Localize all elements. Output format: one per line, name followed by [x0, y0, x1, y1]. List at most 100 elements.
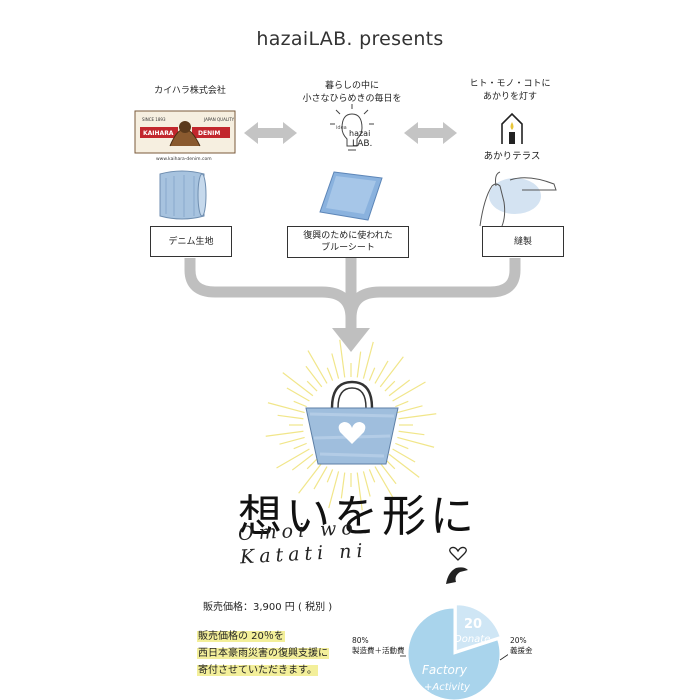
akari-caption: ヒト・モノ・コトに あかりを灯す	[455, 78, 565, 104]
akari-logo: あかりテラス	[482, 106, 542, 162]
label-blue-sheet: 復興のために使われた ブルーシート	[287, 226, 409, 258]
pie-small-num: 20	[464, 617, 482, 632]
support-text: 販売価格の 20％を 西日本豪雨災害の復興支援に 寄付させていただきます。	[197, 628, 329, 679]
double-arrow-right	[404, 122, 457, 144]
svg-text:KAIHARA: KAIHARA	[143, 130, 174, 137]
sunburst-ray	[392, 448, 416, 463]
price-text: 販売価格：3,900 円 ( 税別 )	[203, 602, 333, 613]
title-jp: 想いを形に	[238, 491, 478, 542]
sunburst-ray	[340, 472, 346, 499]
sunburst-ray	[379, 462, 397, 485]
support-line1: 販売価格の 20％を	[197, 631, 285, 642]
pie-leader-right	[499, 654, 508, 661]
sunburst-ray	[388, 379, 411, 397]
heart-hand-icon	[446, 546, 468, 584]
pie-slice-factory-activity	[407, 607, 501, 700]
sewing-hands-illustration	[470, 168, 562, 228]
sunburst-ray	[356, 351, 362, 378]
sunburst-ray	[282, 372, 314, 397]
sunburst-ray	[326, 367, 334, 381]
sunburst-ray	[362, 341, 374, 379]
sunburst-ray	[331, 353, 340, 379]
label-sewing: 縫製	[482, 226, 564, 257]
breakdown-right-label: 義援金	[510, 646, 533, 655]
hazailab-logo: idea hazai LAB.	[322, 102, 382, 158]
pie-slice-donate	[455, 604, 501, 652]
breakdown-left-label: 製造費＋活動費	[352, 646, 405, 655]
hazailab-caption: 暮らしの中に 小さなひらめきの毎日を	[290, 80, 414, 106]
svg-text:LAB.: LAB.	[352, 139, 372, 149]
akari-caption-line2: あかりを灯す	[482, 92, 537, 102]
pie-factory-label: Factory	[422, 663, 468, 677]
sunburst-ray	[368, 367, 376, 381]
hazailab-caption-line2: 小さなひらめきの毎日を	[302, 94, 402, 104]
flow-arrow	[184, 258, 521, 330]
sunburst-ray	[384, 380, 396, 392]
breakdown-left-pct: 80%	[352, 636, 369, 645]
blue-sheet-illustration	[318, 170, 384, 222]
sunburst-ray	[298, 462, 323, 494]
svg-text:hazai: hazai	[349, 129, 370, 138]
svg-text:DENIM: DENIM	[198, 130, 220, 137]
pie-donate-label: Donate	[454, 634, 490, 645]
support-line2: 西日本豪雨災害の復興支援に	[197, 648, 329, 659]
sunburst-ray	[339, 339, 346, 378]
support-line3: 寄付させていただきます。	[197, 665, 318, 676]
label-blue-sheet-line2: ブルーシート	[321, 243, 375, 253]
sunburst-ray	[293, 400, 307, 408]
pie-big-num: 80	[400, 674, 417, 692]
sunburst-ray	[397, 405, 423, 414]
svg-text:JAPAN QUALITY: JAPAN QUALITY	[203, 117, 235, 122]
denim-roll-illustration	[152, 168, 212, 222]
breakdown-right-pct: 20%	[510, 636, 527, 645]
svg-text:idea: idea	[336, 125, 347, 131]
candle-house-icon	[501, 112, 523, 144]
sunburst-ray	[276, 448, 310, 469]
sunburst-ray	[291, 453, 314, 471]
sunburst-ray	[286, 387, 310, 402]
sunburst-ray	[328, 471, 340, 509]
sunburst-ray	[397, 436, 435, 448]
kaihara-logo: SINCE 1893 JAPAN QUALITY KAIHARA DENIM w…	[134, 110, 236, 162]
double-arrow-left	[244, 122, 297, 144]
sunburst-ray	[277, 414, 304, 420]
sunburst-ray	[356, 472, 363, 511]
sunburst-ray	[374, 466, 395, 500]
kaihara-caption: カイハラ株式会社	[154, 86, 226, 96]
sunburst-ray	[307, 350, 328, 384]
sunburst-ray	[398, 413, 437, 420]
flow-arrow-head	[332, 328, 370, 352]
sunburst-ray	[368, 469, 376, 483]
pie-chart: 20 Donate 80 Factory +Activity	[400, 604, 508, 700]
akari-logo-text: あかりテラス	[483, 151, 541, 162]
svg-text:SINCE 1893: SINCE 1893	[142, 117, 166, 122]
sunburst-ray	[362, 471, 371, 497]
sunburst-ray	[395, 400, 409, 408]
label-blue-sheet-line1: 復興のために使われた	[303, 231, 393, 241]
sunburst-ray	[267, 402, 305, 414]
sunburst-ray	[374, 360, 389, 384]
sunburst-ray	[392, 381, 426, 402]
breakdown-left: 80% 製造費＋活動費	[352, 636, 405, 656]
sunburst-ray	[279, 436, 305, 445]
sunburst-ray	[265, 430, 304, 437]
sunburst-ray	[326, 469, 334, 483]
sunburst-ray	[379, 356, 404, 388]
sunburst-ray	[306, 380, 318, 392]
svg-text:www.kaihara-denim.com: www.kaihara-denim.com	[156, 156, 212, 162]
sunburst-ray	[293, 442, 307, 450]
page-header: hazaiLAB. presents	[256, 28, 444, 50]
lightbulb-icon: idea hazai LAB.	[330, 104, 374, 151]
label-denim: デニム生地	[150, 226, 232, 257]
tote-bag-illustration	[300, 378, 404, 466]
sunburst-ray	[395, 442, 409, 450]
hazailab-caption-line1: 暮らしの中に	[324, 81, 379, 91]
sunburst-ray	[313, 466, 328, 490]
sunburst-ray	[306, 458, 318, 470]
sunburst-ray	[398, 430, 425, 436]
sunburst-ray	[388, 453, 420, 478]
akari-caption-line1: ヒト・モノ・コトに	[469, 79, 551, 89]
breakdown-right: 20% 義援金	[510, 636, 533, 656]
